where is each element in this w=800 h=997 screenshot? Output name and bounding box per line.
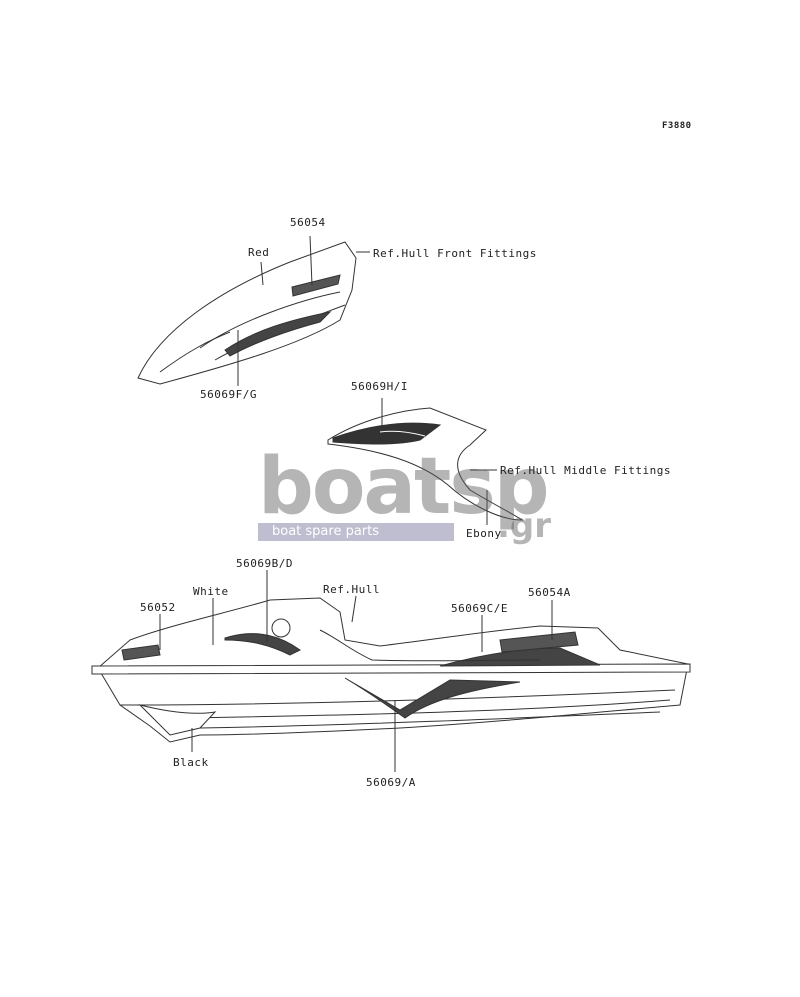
label-56052: 56052 (140, 601, 176, 614)
label-ref-hull-middle: Ref.Hull Middle Fittings (500, 464, 671, 477)
watermark-tagline: boat spare parts (258, 523, 454, 541)
label-56054: 56054 (290, 216, 326, 229)
label-red: Red (248, 246, 270, 259)
label-56069a: 56069/A (366, 776, 416, 789)
label-white: White (193, 585, 229, 598)
middle-fitting-part (327, 407, 524, 521)
figure-code: F3880 (662, 121, 692, 131)
label-ref-hull-front: Ref.Hull Front Fittings (373, 247, 537, 260)
label-ebony: Ebony (466, 527, 502, 540)
front-cover-part (137, 241, 357, 385)
label-56069fg: 56069F/G (200, 388, 257, 401)
watermark-brand: boatsp (258, 448, 550, 526)
label-56069hi: 56069H/I (351, 380, 408, 393)
watermark-tld: .gr (497, 506, 552, 546)
watermark-boat: boat (258, 442, 451, 532)
label-56069ce: 56069C/E (451, 602, 508, 615)
label-56069bd: 56069B/D (236, 557, 293, 570)
watermark-sp: sp (449, 442, 549, 532)
label-ref-hull: Ref.Hull (323, 583, 380, 596)
hull-part (91, 597, 691, 743)
label-black: Black (173, 756, 209, 769)
leader-lines (159, 235, 553, 772)
label-56054a: 56054A (528, 586, 571, 599)
